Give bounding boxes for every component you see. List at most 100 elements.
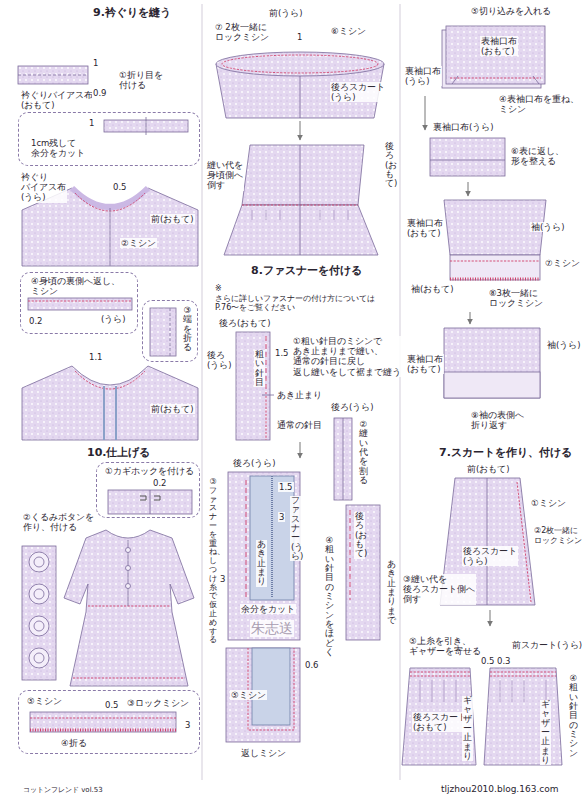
bubble-label: ⑤ミシン [26, 696, 63, 706]
part-label: 縫い代を 身頃側へ 倒す [206, 160, 244, 191]
vertical-label: ギャザー止まり [462, 696, 473, 761]
part-label: ⑤上糸を引き、 ギャザーを寄せる [408, 636, 482, 656]
cuff-band [444, 372, 540, 398]
bubble-label: 1 [88, 118, 95, 128]
button-placket [22, 546, 56, 680]
part-label: 前(うら) [268, 8, 304, 18]
part-label: 袖(うら) [530, 222, 566, 232]
overlock-line [450, 278, 540, 281]
part-label: ⑤ミシン [230, 690, 267, 700]
part-label: コットンフレンド vol.53 [22, 786, 104, 794]
bubble-label: 3 [184, 720, 191, 730]
part-label: ②ミシン [120, 238, 157, 248]
center-line [150, 490, 151, 514]
part-label: ④表袖口布を重ね、 ミシン [498, 94, 580, 114]
part-label: 返しミシン [240, 748, 287, 758]
part-label: 前(おもて) [150, 404, 195, 414]
zipper-teeth [271, 476, 273, 598]
button-core [34, 621, 44, 631]
part-label: ②2枚一緒に ロックミシン [533, 526, 583, 545]
outer-cuff [446, 26, 545, 84]
bubble-label: ③ロックミシン [126, 698, 190, 708]
cuff-band [450, 255, 540, 280]
hook-area [108, 490, 192, 514]
back-piece [226, 648, 300, 742]
vertical-label: ③ファスナーを重ね、 しつけ糸で仮止めする [208, 478, 218, 645]
vertical-label: ④粗い針目のミシンをほどく [324, 536, 335, 657]
covered-button [29, 552, 49, 572]
part-label: 3 [278, 512, 285, 522]
vertical-label: 粗い針目 [254, 350, 265, 387]
fold-line [18, 75, 88, 76]
part-label: ※さらに詳しいファスナーの付け方については P.76〜をご覧ください [214, 284, 376, 313]
zoom-bubble: ③端を折る [142, 300, 198, 362]
part-label: ⑥ミシン [330, 26, 367, 36]
part-label: ⑧3枚一緒に ロックミシン [488, 288, 544, 308]
part-label: 衿ぐり バイアス布 (うら) [20, 172, 67, 203]
notch-mark [262, 395, 274, 396]
vertical-label: あき止まり [256, 540, 267, 587]
skirt-back [402, 668, 476, 765]
part-label: ⑦ 2枚一緒に ロックミシン [214, 22, 270, 42]
hem [30, 712, 176, 732]
part-label: ①粗い針目のミシンで あき止まりまで縫い、 通常の針目に戻し 返し縫いをして裾ま… [292, 336, 402, 377]
part-label: 袖(おもて) [410, 284, 455, 294]
back-piece [228, 472, 300, 640]
center-line [300, 145, 301, 255]
zoom-bubble: ⑤ミシン0.5③ロックミシン3④折る [18, 690, 200, 754]
part-label: 裏袖口布 (おもて) [406, 354, 444, 374]
column-divider [202, 4, 400, 780]
part-label: ⑦ミシン [544, 258, 581, 268]
seam-allowance [334, 418, 352, 500]
step-heading: 9.衿ぐりを縫う [92, 6, 172, 19]
part-label: 表袖口布 (おもて) [480, 36, 518, 56]
part-label: 前(おもて) [150, 214, 195, 224]
part-label: 衿ぐりバイアス布 (おもて) [20, 90, 94, 110]
step-heading: 7.スカートを作り、付ける [438, 446, 573, 459]
part-label: ⑤切り込みを入れる [470, 6, 552, 16]
bubble-label: ④身頃の裏側へ返し、 ミシン [30, 276, 121, 296]
part-label: 0.6 [304, 660, 320, 670]
covered-button [29, 648, 49, 668]
part-label: 1.5 [274, 348, 290, 358]
bias-strip [28, 298, 132, 310]
part-label: 前(おもて) [466, 464, 511, 474]
seam-line [343, 418, 344, 500]
part-label: 後ろスカート (おもて) [412, 712, 468, 732]
part-label: 1.5 [278, 482, 294, 492]
step-arrow [425, 96, 426, 130]
vertical-label: あき止まりまで [386, 560, 397, 625]
covered-button [29, 584, 49, 604]
part-label: 後ろ (うら) [206, 350, 233, 370]
part-label: 1.1 [88, 352, 104, 362]
part-label: 後ろスカート (うら) [462, 546, 518, 566]
part-label: 余分をカット [240, 604, 296, 614]
cuff-band [430, 138, 505, 176]
stitch-line [248, 648, 294, 730]
button [126, 548, 131, 553]
back-piece [236, 332, 270, 440]
part-label: 0.9 [92, 88, 108, 98]
step-arrow [490, 610, 491, 626]
basting-line [350, 510, 351, 600]
button-core [34, 589, 44, 599]
cut-line [146, 117, 147, 135]
part-label: 0.5 [112, 182, 128, 192]
fold-line [430, 160, 505, 161]
part-label: ①ミシン [530, 498, 567, 508]
gathers [252, 210, 348, 220]
part-label: ⑨袖の表側へ 折り返す [470, 410, 525, 430]
part-label: 後ろ(うら) [232, 458, 277, 468]
part-label: 袖(うら) [546, 340, 582, 350]
waist-seam [216, 52, 384, 76]
step-arrow [468, 182, 469, 196]
part-label: 1 [296, 32, 303, 42]
button-core [34, 653, 44, 663]
hook-eye [140, 496, 160, 500]
button-core [34, 557, 44, 567]
zoom-bubble: ①カギホックを付ける0.2 [96, 462, 200, 518]
skirt [224, 205, 378, 255]
center-line [487, 478, 488, 605]
bodice [242, 145, 364, 205]
part-label: 裏袖口布(うら) [432, 122, 495, 132]
